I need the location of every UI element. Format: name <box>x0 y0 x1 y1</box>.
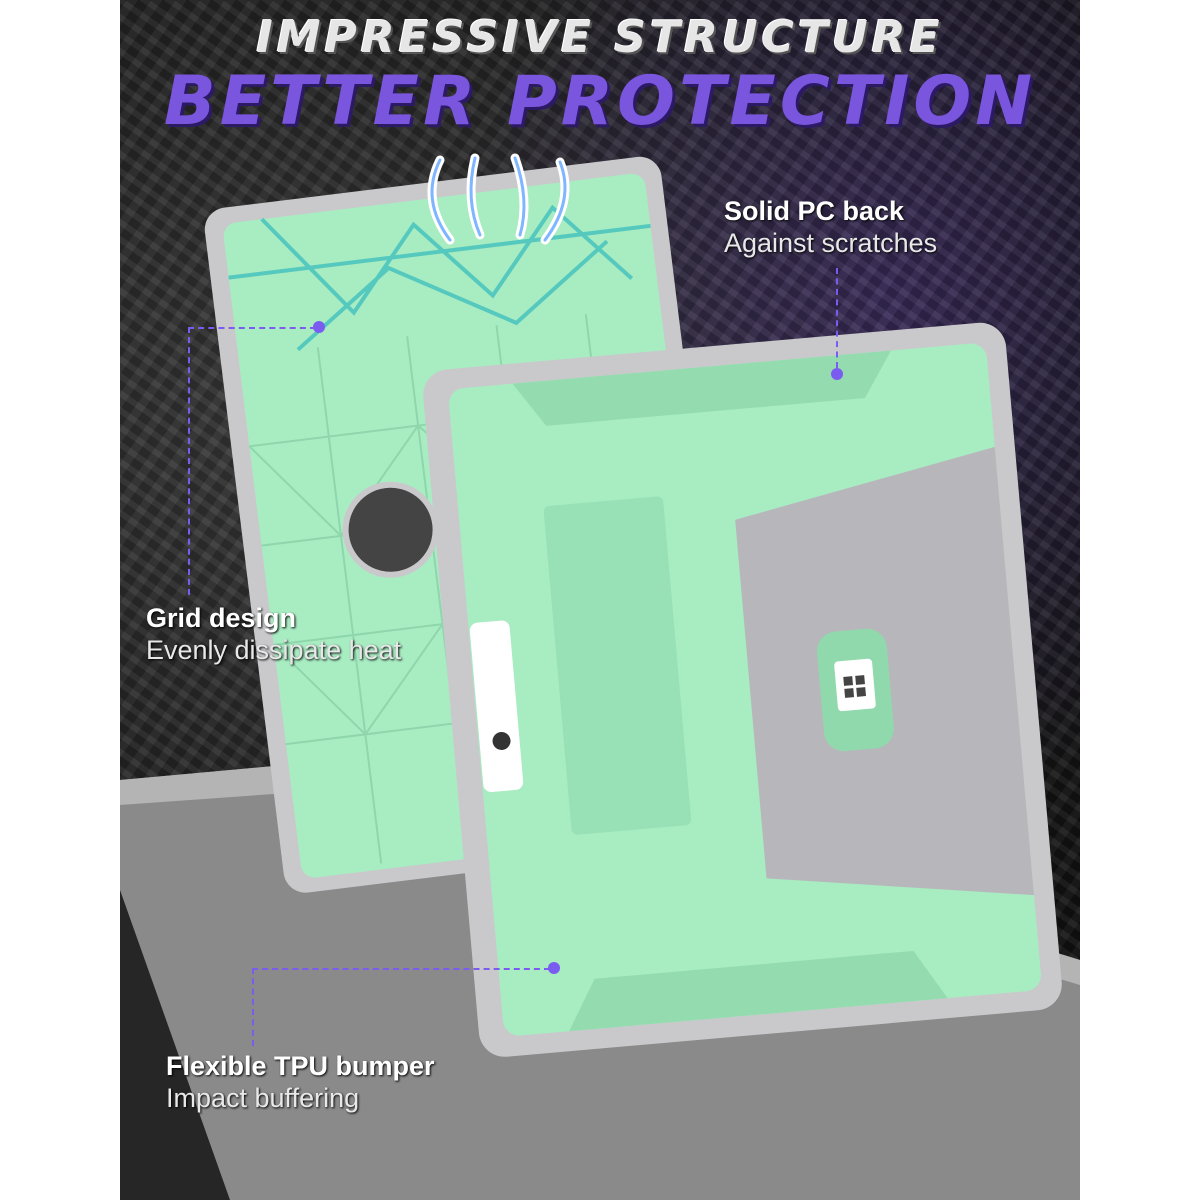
callout-leader-line <box>252 968 254 1046</box>
headline-line1: IMPRESSIVE STRUCTURE <box>256 12 944 63</box>
callout-dot <box>313 321 325 333</box>
callout-grid-design: Grid design Evenly dissipate heat <box>146 602 401 666</box>
callout-solid-pc-back: Solid PC back Against scratches <box>724 195 937 259</box>
callout-subtitle: Impact buffering <box>166 1083 360 1113</box>
case-illustration <box>204 153 1062 1057</box>
callout-leader-line <box>836 268 838 368</box>
outer-case-front <box>423 322 1062 1057</box>
callout-subtitle: Against scratches <box>724 228 938 258</box>
callout-leader-line <box>252 968 550 970</box>
grid-pattern <box>228 204 651 352</box>
product-banner: IMPRESSIVE STRUCTURE BETTER PROTECTION S… <box>120 0 1080 1200</box>
windows-logo-icon <box>834 658 876 712</box>
callout-subtitle: Evenly dissipate heat <box>146 635 402 665</box>
callout-dot <box>831 368 843 380</box>
airflow-arrows-icon <box>427 153 570 245</box>
callout-leader-line <box>188 327 190 595</box>
callout-title: Flexible TPU bumper <box>166 1051 435 1081</box>
callout-title: Grid design <box>146 603 297 633</box>
callout-dot <box>548 962 560 974</box>
callout-title: Solid PC back <box>724 196 905 226</box>
headline-line2: BETTER PROTECTION <box>163 62 1037 141</box>
callout-leader-line <box>188 327 316 329</box>
callout-tpu-bumper: Flexible TPU bumper Impact buffering <box>166 1050 435 1114</box>
